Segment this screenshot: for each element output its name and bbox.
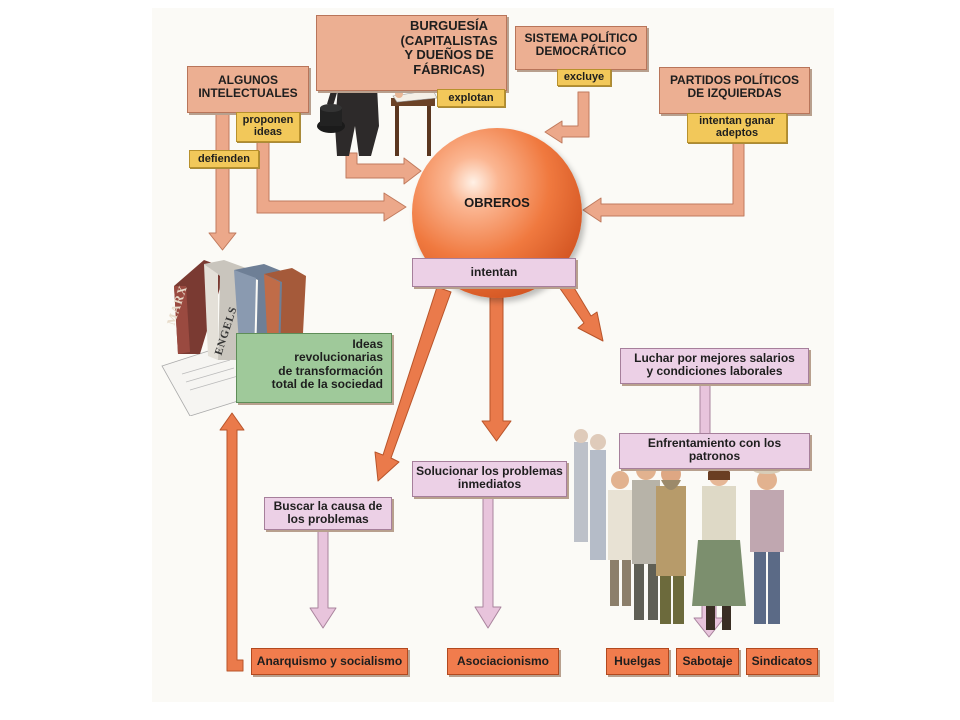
arrow-democracy-to-workers	[544, 91, 590, 144]
bourgeoisie-label: BURGUESÍA (CAPITALISTAS Y DUEÑOS DE FÁBR…	[400, 18, 498, 77]
sabotage-box: Sabotaje	[676, 648, 739, 675]
anarchism-socialism-box: Anarquismo y socialismo	[251, 648, 408, 675]
arrow-bourgeoisie-to-workers	[345, 152, 422, 185]
workers-label: OBREROS	[464, 195, 530, 210]
attempt-bar: intentan	[412, 258, 576, 287]
workers-group-illustration	[574, 429, 784, 630]
bourgeoisie-bg	[316, 15, 507, 91]
arrow-ideas-to-workers	[256, 141, 407, 222]
strikes-box: Huelgas	[606, 648, 669, 675]
intellectuals-box: ALGUNOS INTELECTUALES	[187, 66, 309, 113]
democracy-box: SISTEMA POLÍTICO DEMOCRÁTICO	[515, 26, 647, 70]
exploit-tag: explotan	[437, 89, 505, 107]
better-conditions-box: Luchar por mejores salarios y condicione…	[620, 348, 809, 384]
defend-tag: defienden	[189, 150, 259, 168]
arrow-to-immediate-goal	[481, 286, 512, 442]
associationism-box: Asociacionismo	[447, 648, 559, 675]
arrow-to-conditions-goal	[558, 280, 604, 342]
arrow-intellectuals-to-books	[208, 112, 237, 251]
gain-supporters-tag: intentan ganar adeptos	[687, 113, 787, 143]
unions-box: Sindicatos	[746, 648, 818, 675]
arrow-anarchism-to-ideas	[219, 412, 245, 672]
immediate-problems-box: Solucionar los problemas inmediatos	[412, 461, 567, 497]
arrow-parties-to-workers	[582, 140, 745, 223]
confrontation-box: Enfrentamiento con los patronos	[619, 433, 810, 469]
cause-problems-box: Buscar la causa de los problemas	[264, 497, 392, 530]
propose-ideas-tag: proponen ideas	[236, 112, 300, 142]
exclude-tag: excluye	[557, 69, 611, 86]
arrow-immediate-to-associations	[474, 491, 502, 629]
arrow-cause-to-anarchism	[309, 524, 337, 629]
arrow-to-cause-goal	[374, 286, 452, 482]
left-parties-box: PARTIDOS POLÍTICOS DE IZQUIERDAS	[659, 67, 810, 114]
revolutionary-ideas-box: Ideas revolucionarias de transformación …	[236, 333, 392, 403]
